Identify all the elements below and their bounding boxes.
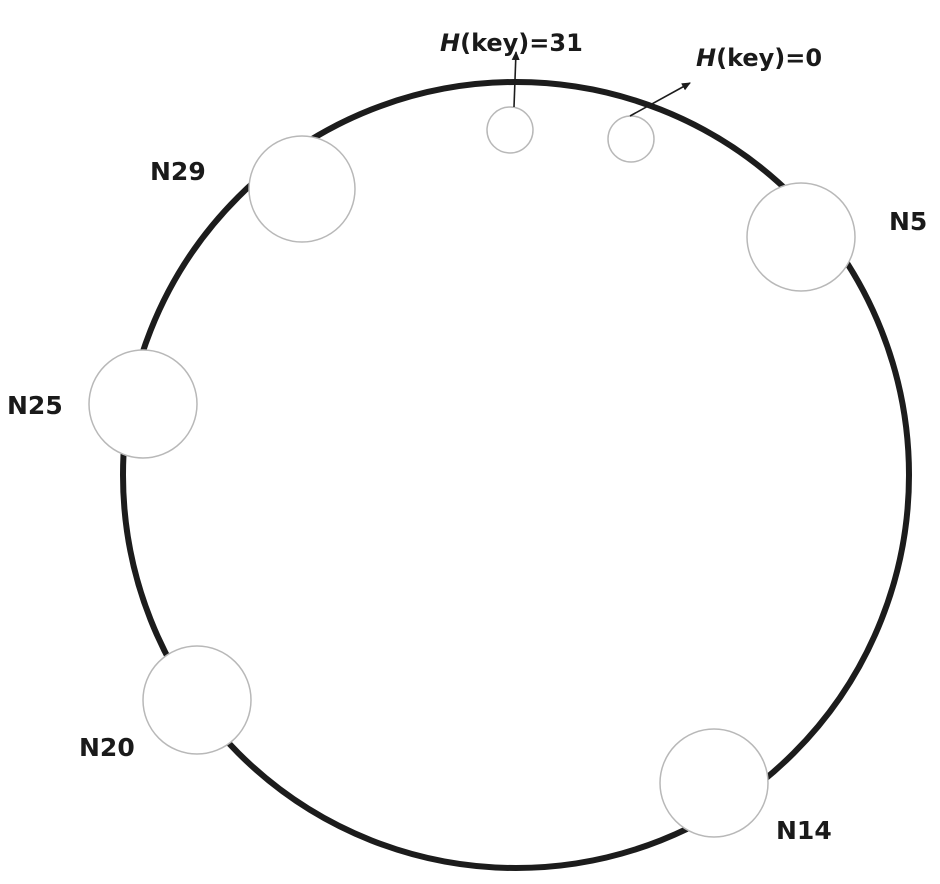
hash-ring	[120, 79, 912, 871]
key-label-h0-fn: H	[696, 44, 717, 72]
key-label-h31: H(key)=31	[440, 31, 583, 55]
arrow-h0	[629, 82, 691, 117]
node-label-n5: N5	[889, 207, 928, 236]
key-circle-h31	[486, 106, 534, 154]
node-circle-n5	[746, 182, 856, 292]
node-circle-n29	[248, 135, 356, 243]
node-label-n25: N25	[7, 391, 63, 420]
key-label-h31-text: (key)=31	[460, 29, 583, 57]
node-circle-n25	[88, 349, 198, 459]
key-label-h31-fn: H	[440, 29, 461, 57]
node-label-n20: N20	[79, 733, 135, 762]
key-label-h0-text: (key)=0	[716, 44, 823, 72]
key-label-h0: H(key)=0	[696, 46, 822, 70]
node-circle-n14	[659, 728, 769, 838]
arrow-h31	[511, 51, 520, 108]
node-circle-n20	[142, 645, 252, 755]
key-circle-h0	[607, 115, 655, 163]
node-label-n29: N29	[150, 157, 206, 186]
node-label-n14: N14	[776, 816, 832, 845]
